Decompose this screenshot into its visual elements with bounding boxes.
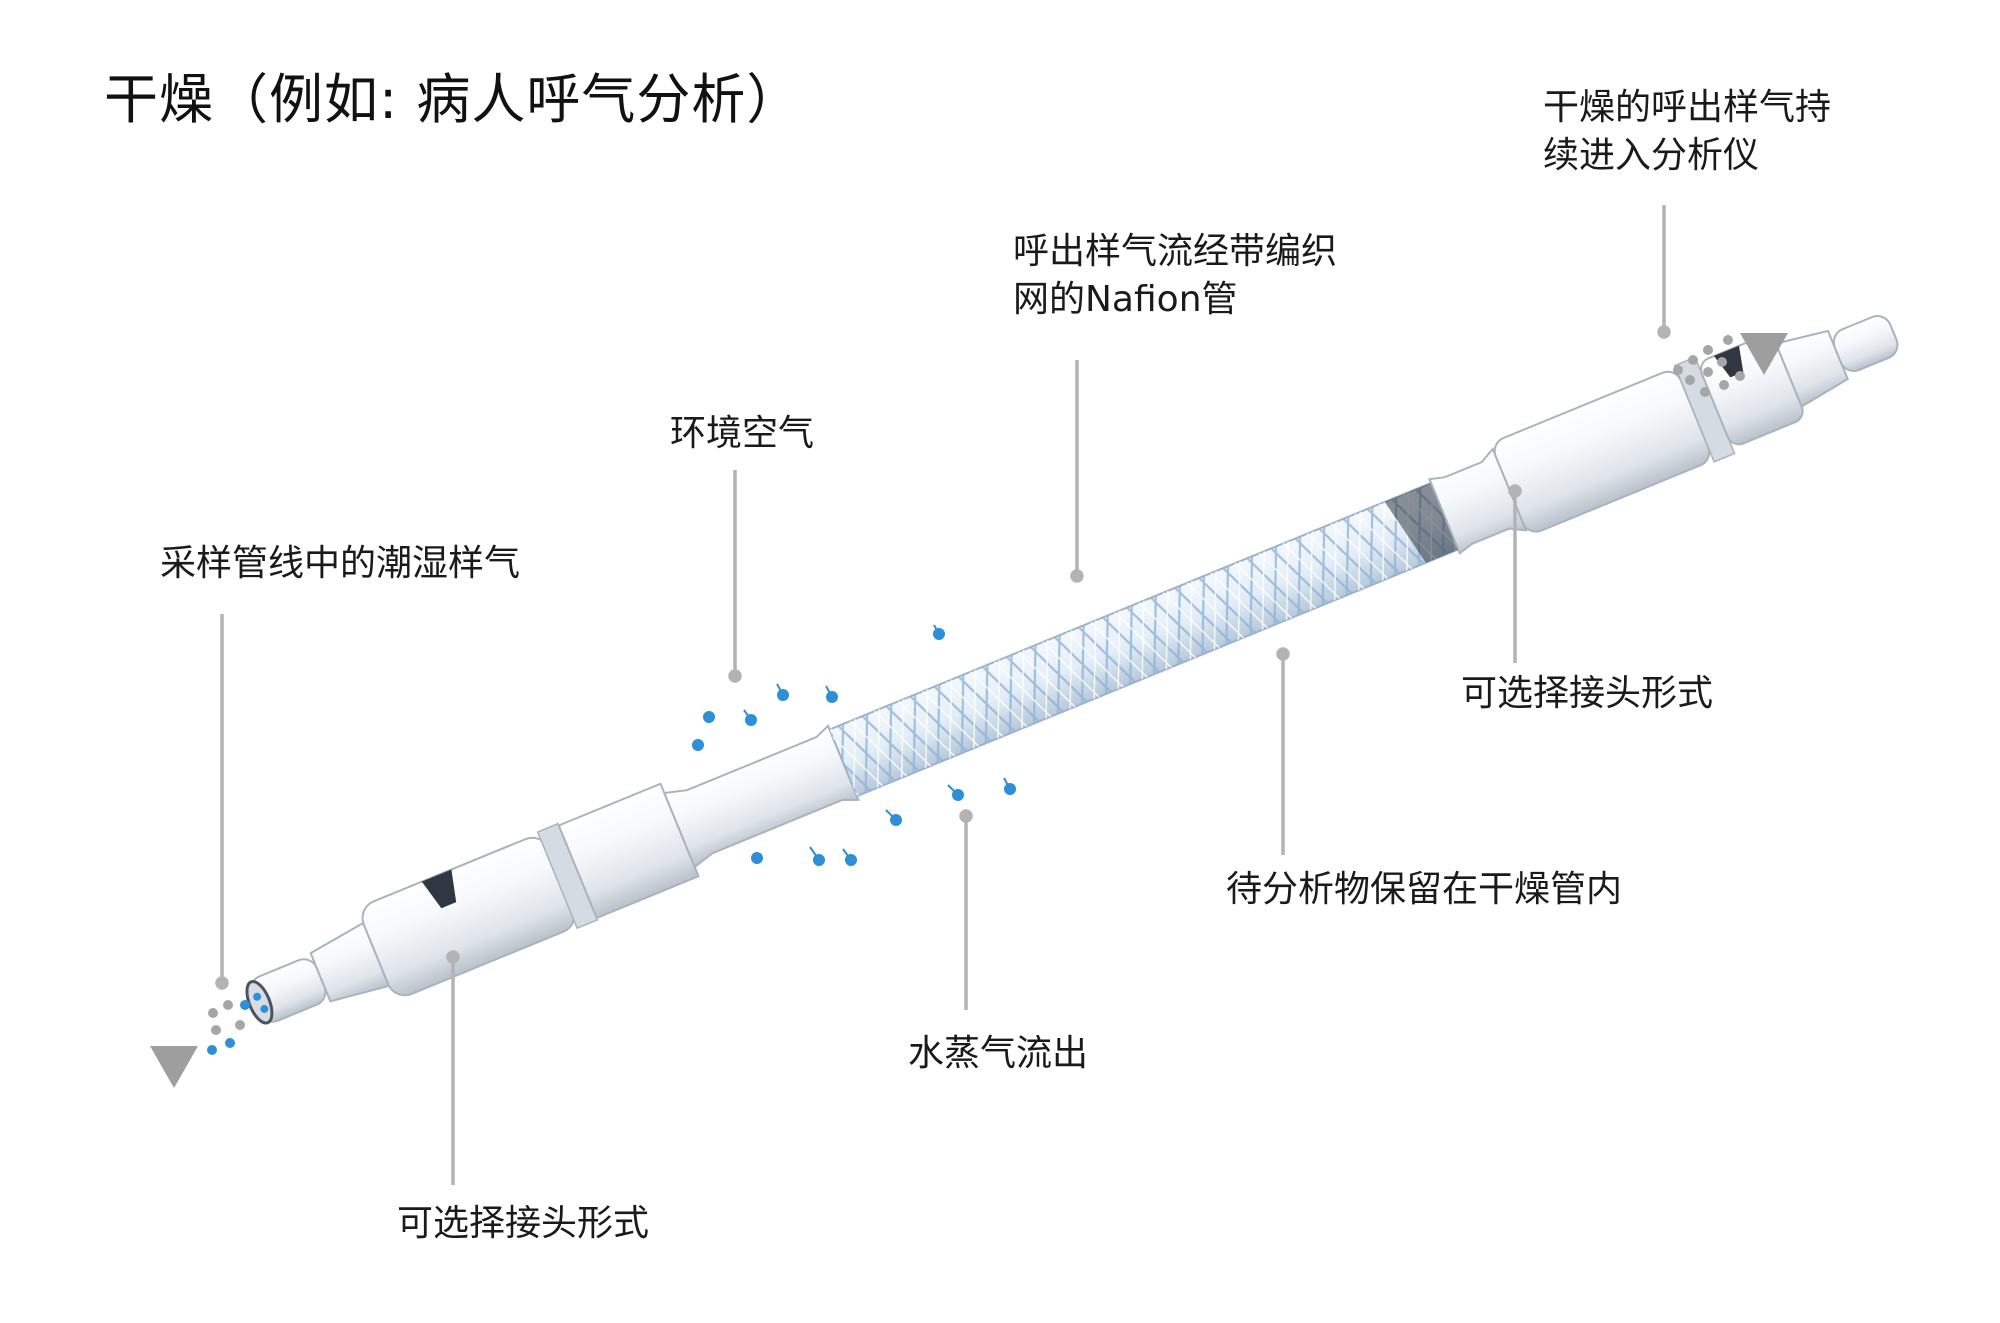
water-vapor-dots — [692, 624, 1016, 866]
leader-lines — [215, 205, 1671, 1185]
left-connector — [361, 836, 576, 997]
diagram-title: 干燥（例如: 病人呼气分析） — [104, 68, 802, 131]
right-barb — [1774, 329, 1849, 408]
label-analyte-retained: 待分析物保留在干燥管内 — [1226, 869, 1623, 910]
left-sleeve — [662, 724, 860, 869]
right-connector — [1493, 370, 1711, 533]
label-wet-sample: 采样管线中的潮湿样气 — [160, 543, 521, 584]
inlet-flow-arrow — [150, 1046, 198, 1088]
label-dry-outlet-line1: 干燥的呼出样气持 — [1543, 87, 1832, 128]
right-sleeve — [1428, 447, 1528, 555]
label-water-vapor-out: 水蒸气流出 — [908, 1033, 1089, 1074]
inlet-sample-dots — [207, 1000, 250, 1055]
label-dry-outlet: 干燥的呼出样气持 续进入分析仪 — [1543, 84, 1831, 180]
outlet-dry-dots — [1673, 335, 1745, 397]
nafion-tube-assembly — [245, 315, 1899, 1025]
label-braided-tube: 呼出样气流经带编织 网的Nafion管 — [1013, 228, 1337, 324]
label-dry-outlet-line2: 续进入分析仪 — [1543, 135, 1760, 176]
label-connector-right: 可选择接头形式 — [1461, 673, 1714, 714]
right-nozzle-tip — [1832, 315, 1899, 373]
label-braided-tube-line1: 呼出样气流经带编织 — [1013, 231, 1338, 272]
label-connector-left: 可选择接头形式 — [397, 1203, 650, 1244]
label-ambient-air: 环境空气 — [670, 413, 815, 454]
outlet-flow-arrow — [1740, 333, 1788, 375]
label-braided-tube-line2: 网的Nafion管 — [1013, 279, 1238, 320]
